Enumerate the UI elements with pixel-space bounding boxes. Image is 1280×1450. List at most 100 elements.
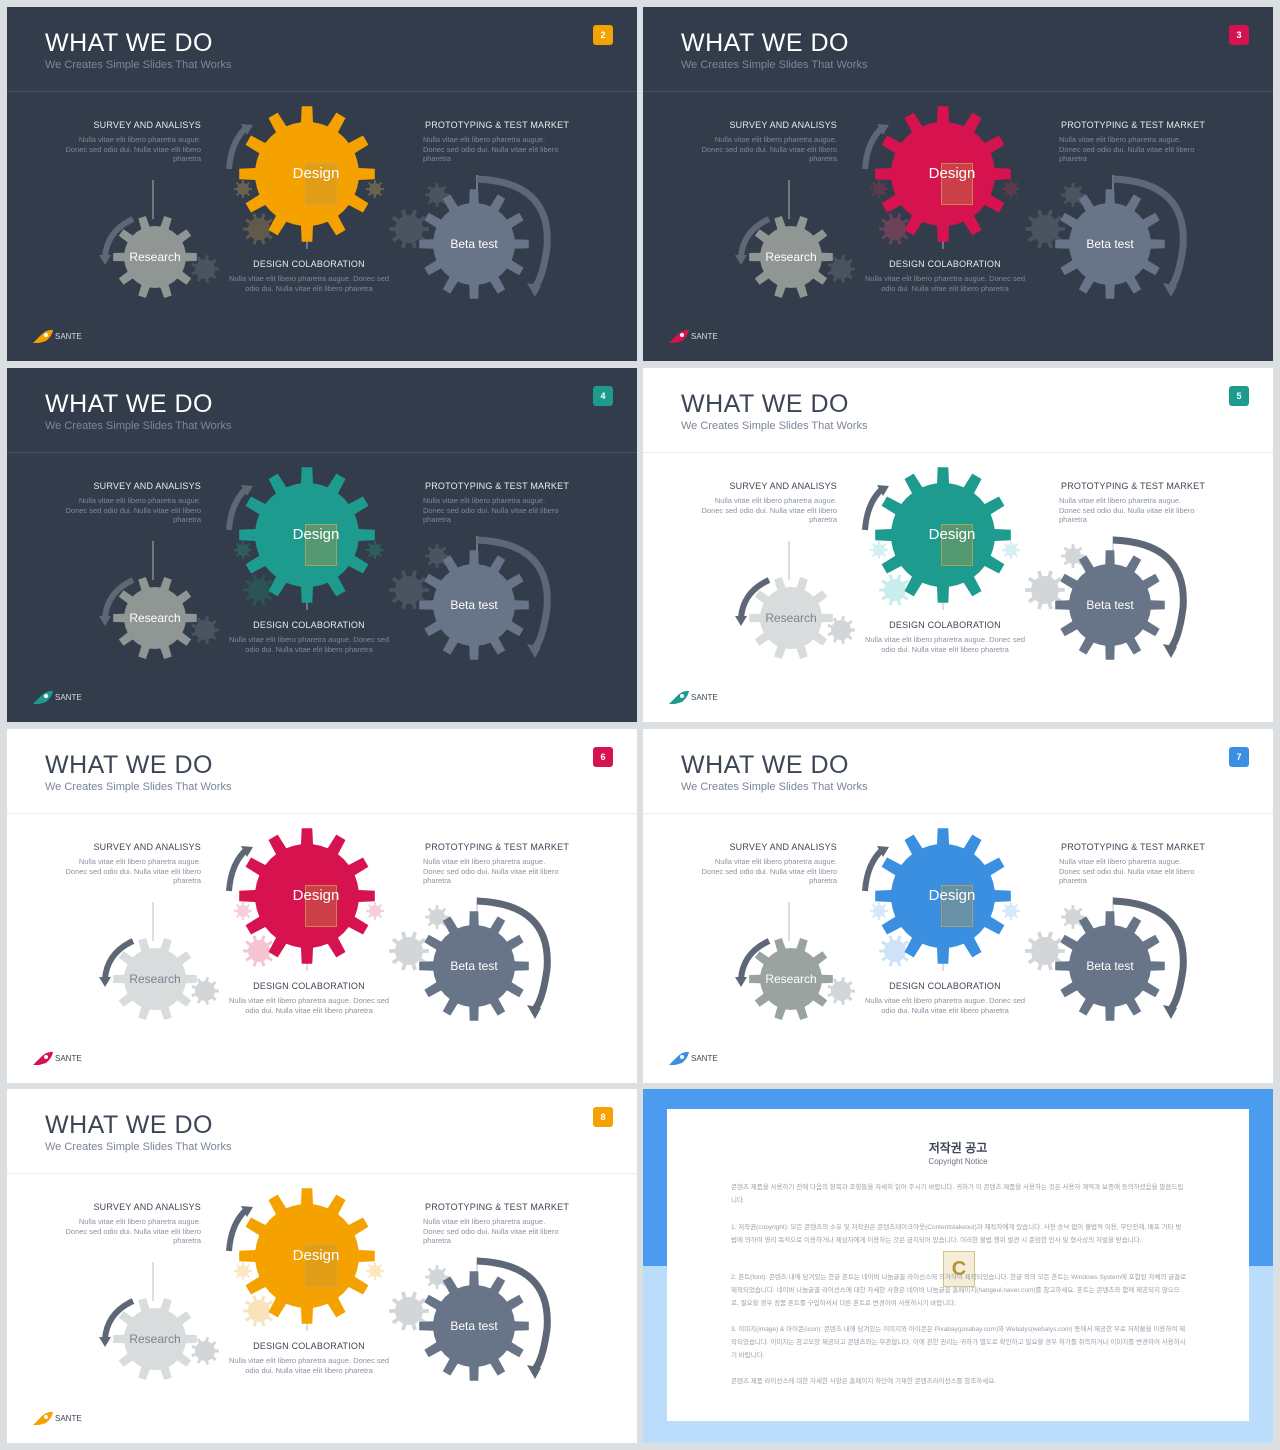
curved-arrow — [1112, 175, 1187, 290]
slide-title: WHAT WE DO — [45, 390, 213, 418]
beta-test-gear — [419, 189, 529, 299]
survey-description: Nulla vitae elit libero pharetra augue. … — [65, 1217, 202, 1245]
rocket-window — [44, 1415, 48, 1419]
gear-diagram — [735, 467, 1187, 660]
arrow-head — [877, 485, 889, 496]
design-gear — [239, 106, 375, 242]
header-divider — [643, 813, 1273, 814]
design-gear-label: Design — [292, 526, 340, 543]
curved-arrow — [862, 124, 886, 170]
arrow-head — [527, 1365, 541, 1379]
small-gear — [1061, 905, 1085, 929]
accent-bubble-gear — [234, 541, 252, 559]
accent-bubble-gear — [366, 902, 384, 920]
accent-bubble-gear — [879, 935, 911, 967]
design-gear-label: Design — [292, 1247, 340, 1264]
rocket-window — [44, 1055, 48, 1059]
design-gear — [875, 106, 1011, 242]
logo-text: SANTE — [691, 693, 718, 702]
research-gear — [113, 577, 197, 659]
rocket-logo-icon — [669, 1051, 689, 1065]
rocket-window — [44, 694, 48, 698]
gear-diagram — [99, 106, 551, 299]
gear-diagram — [99, 828, 551, 1021]
design-collab-heading: DESIGN COLABORATION — [889, 981, 1001, 991]
beta-test-gear — [419, 1271, 529, 1381]
accent-bubble-gear — [1002, 180, 1020, 198]
accent-bubble-gear — [234, 180, 252, 198]
design-gear — [875, 828, 1011, 964]
prototyping-description: Nulla vitae elit libero pharetra augue. … — [423, 135, 559, 163]
slide-title: WHAT WE DO — [45, 29, 213, 57]
curved-arrow — [226, 846, 250, 892]
arrow-head — [1163, 283, 1177, 297]
prototyping-description: Nulla vitae elit libero pharetra augue. … — [423, 857, 559, 885]
arrow-head — [241, 485, 253, 496]
survey-heading: SURVEY AND ANALISYS — [729, 120, 837, 130]
design-collab-description: Nulla vitae elit libero pharetra augue. … — [228, 635, 390, 654]
header-divider — [643, 91, 1273, 92]
survey-heading: SURVEY AND ANALISYS — [93, 1202, 201, 1212]
research-gear — [113, 1298, 197, 1380]
curved-arrow — [102, 577, 135, 619]
survey-heading: SURVEY AND ANALISYS — [93, 842, 201, 852]
page-number-badge: 7 — [1229, 747, 1249, 767]
accent-bubble-gear — [870, 541, 888, 559]
rocket-body — [33, 690, 53, 704]
design-gear — [239, 828, 375, 964]
slide-title: WHAT WE DO — [681, 390, 849, 418]
logo-text: SANTE — [55, 1414, 82, 1423]
curved-arrow — [738, 938, 771, 980]
arrow-head — [241, 1206, 253, 1217]
notice-paragraph: 2. 폰트(font): 콘텐츠 내에 담겨있는 한글 폰트는 네이버 나눔글꼴… — [731, 1274, 1187, 1307]
prototyping-heading: PROTOTYPING & TEST MARKET — [425, 481, 570, 491]
small-gear — [425, 183, 449, 207]
gear-diagram — [735, 106, 1187, 299]
design-collab-description: Nulla vitae elit libero pharetra augue. … — [228, 996, 390, 1015]
small-gear — [827, 977, 855, 1005]
design-collab-description: Nulla vitae elit libero pharetra augue. … — [864, 635, 1026, 654]
small-gear — [389, 931, 429, 971]
prototyping-heading: PROTOTYPING & TEST MARKET — [425, 1202, 570, 1212]
gear-diagram — [735, 828, 1187, 1021]
arrow-head — [241, 846, 253, 857]
accent-bubble-gear — [879, 213, 911, 245]
prototyping-description: Nulla vitae elit libero pharetra augue. … — [1059, 857, 1195, 885]
beta-test-gear-label: Beta test — [450, 1319, 498, 1333]
small-gear — [827, 255, 855, 283]
accent-bubble-gear — [1002, 902, 1020, 920]
rocket-window — [680, 1055, 684, 1059]
curved-arrow — [226, 485, 250, 531]
small-gear — [389, 570, 429, 610]
beta-test-gear-label: Beta test — [1086, 959, 1134, 973]
curved-arrow — [738, 216, 771, 258]
notice-paragraph: 콘텐츠 제품 라이선스에 대한 자세한 사항은 홈페이지 하단에 기재한 콘텐츠… — [731, 1378, 997, 1385]
slide-subtitle: We Creates Simple Slides That Works — [45, 781, 232, 793]
research-gear-label: Research — [765, 611, 817, 625]
design-collab-description: Nulla vitae elit libero pharetra augue. … — [864, 274, 1026, 293]
design-gear-label: Design — [292, 165, 340, 182]
arrow-head — [99, 616, 111, 626]
small-gear — [425, 905, 449, 929]
slide-subtitle: We Creates Simple Slides That Works — [45, 1141, 232, 1153]
small-gear — [1061, 183, 1085, 207]
arrow-head — [1163, 1005, 1177, 1019]
rocket-body — [669, 1051, 689, 1065]
small-gear — [1061, 544, 1085, 568]
accent-bubble-gear — [366, 180, 384, 198]
slide-title: WHAT WE DO — [681, 751, 849, 779]
rocket-logo-icon — [33, 1051, 53, 1065]
survey-heading: SURVEY AND ANALISYS — [93, 120, 201, 130]
curved-arrow — [1112, 536, 1187, 651]
survey-heading: SURVEY AND ANALISYS — [729, 481, 837, 491]
rocket-window — [680, 333, 684, 337]
survey-heading: SURVEY AND ANALISYS — [93, 481, 201, 491]
small-gear — [191, 255, 219, 283]
research-gear — [749, 216, 833, 298]
prototyping-heading: PROTOTYPING & TEST MARKET — [425, 842, 570, 852]
gear-diagram — [99, 1188, 551, 1381]
logo-text: SANTE — [55, 693, 82, 702]
